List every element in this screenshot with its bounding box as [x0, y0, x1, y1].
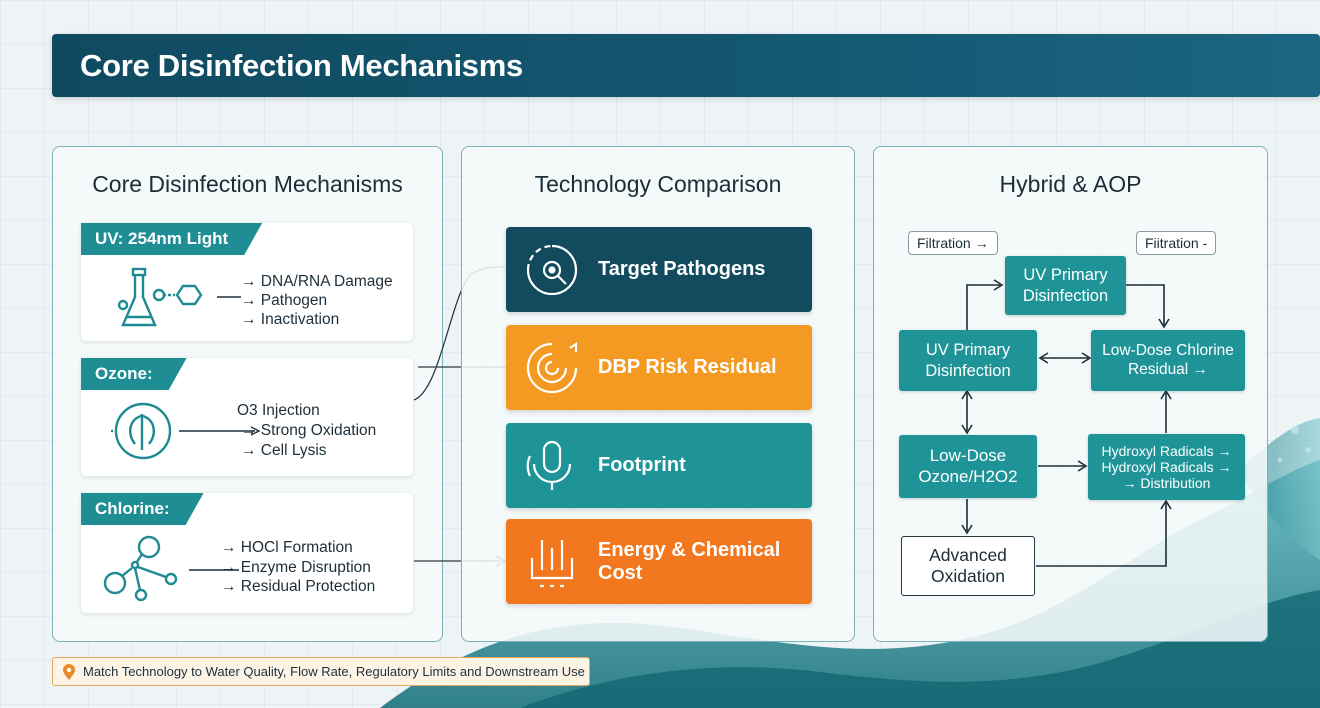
tech-card-dbp-risk: DBP Risk Residual [506, 325, 812, 410]
comparison-panel-title: Technology Comparison [534, 171, 782, 197]
node-uv-primary-left: UV Primary Disinfection [899, 330, 1037, 391]
title-banner: Core Disinfection Mechanisms [52, 34, 1320, 97]
tech-label-target-pathogens: Target Pathogens [598, 258, 766, 280]
uv-lamp-icon [117, 267, 203, 327]
page-title: Core Disinfection Mechanisms [80, 47, 523, 83]
target-icon [526, 244, 578, 295]
chlorine-line-1: → HOCl Formation [221, 539, 353, 556]
location-pin-icon [63, 664, 75, 680]
chlorine-line-2: → Enzyme Disruption [221, 559, 371, 576]
node-hydroxyl-radicals: Hydroxyl Radicals → Hydroxyl Radicals → … [1088, 434, 1245, 500]
uv-line-2: → Pathogen [241, 292, 328, 309]
chlorine-molecule-icon [103, 535, 178, 602]
footer-note-text: Match Technology to Water Quality, Flow … [83, 664, 585, 679]
chlorine-mechanism-card: Chlorine: → HOCl Formation → Enzyme Disr… [81, 493, 413, 613]
filtration-pill-right: Fiitration - [1136, 231, 1217, 255]
ozone-line-3: → Cell Lysis [241, 442, 327, 459]
chlorine-tag: Chlorine: [81, 493, 204, 525]
chlorine-arrow-icon [189, 569, 239, 571]
spiral-icon [526, 341, 578, 393]
tech-label-dbp-risk: DBP Risk Residual [598, 356, 777, 378]
hybrid-flow-arrows [961, 279, 1172, 567]
ozone-line-2: → Strong Oxidation [241, 422, 377, 439]
uv-tag: UV: 254nm Light [81, 223, 262, 255]
tech-card-energy-cost: Energy & Chemical Cost [506, 519, 812, 604]
ozone-icon [111, 402, 172, 460]
footprint-icon [526, 440, 572, 490]
tech-label-energy-cost: Energy & Chemical Cost [598, 538, 781, 584]
hybrid-panel-title: Hybrid & AOP [999, 171, 1142, 197]
node-low-dose-ozone: Low-Dose Ozone/H2O2 [899, 435, 1037, 498]
footer-note: Match Technology to Water Quality, Flow … [52, 657, 590, 686]
ozone-tag: Ozone: [81, 358, 187, 390]
factory-icon [530, 539, 574, 587]
node-advanced-oxidation: Advanced Oxidation [901, 536, 1035, 596]
node-low-dose-chlorine: Low-Dose Chlorine Residual → [1091, 330, 1245, 391]
mechanisms-panel-title: Core Disinfection Mechanisms [92, 171, 403, 197]
hybrid-panel: Hybrid & AOP Filtration → Fiitration - [873, 146, 1268, 642]
chlorine-line-3: → Residual Protection [221, 578, 376, 595]
uv-line-1: → DNA/RNA Damage [241, 273, 393, 290]
tech-card-target-pathogens: Target Pathogens [506, 227, 812, 312]
uv-arrow-icon [217, 296, 241, 298]
ozone-arrow-icon [179, 426, 261, 436]
filtration-pill-left: Filtration → [908, 231, 998, 255]
comparison-panel: Technology Comparison Target Pathogens [461, 146, 855, 642]
node-uv-primary-top: UV Primary Disinfection [1005, 256, 1126, 315]
ozone-mechanism-card: Ozone: O3 Injection → Strong Oxidation →… [81, 358, 413, 476]
tech-card-footprint: Footprint [506, 423, 812, 508]
ozone-line-1: O3 Injection [237, 402, 320, 419]
mechanisms-panel: Core Disinfection Mechanisms UV: 254nm L… [52, 146, 443, 642]
tech-label-footprint: Footprint [598, 454, 686, 476]
uv-line-3: → Inactivation [241, 311, 340, 328]
uv-mechanism-card: UV: 254nm Light → DNA/RNA Damage → Patho… [81, 223, 413, 341]
